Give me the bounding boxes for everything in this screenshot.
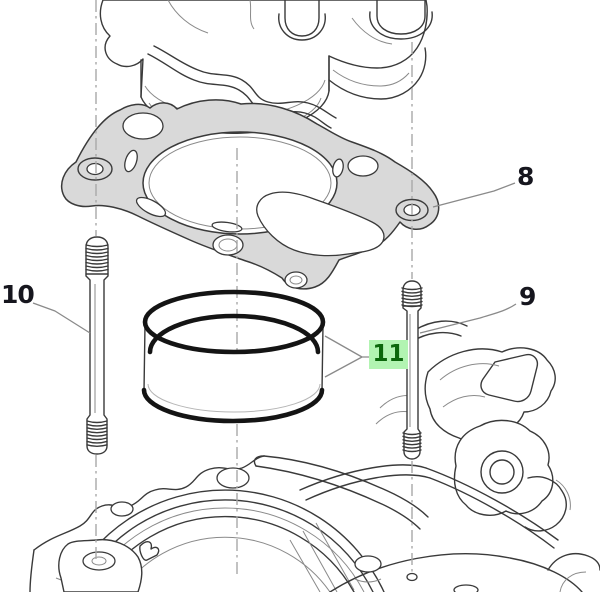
centerlines	[95, 0, 413, 576]
callout-9[interactable]: 9	[519, 282, 536, 311]
callout-8[interactable]: 8	[517, 162, 534, 191]
stud-right-drawing	[401, 280, 423, 460]
leader-lines	[32, 182, 517, 378]
cylinder-drawing	[99, 0, 433, 134]
callout-11-highlighted[interactable]: 11	[369, 340, 408, 369]
ring-set-drawing	[141, 289, 326, 424]
crankcase-drawing	[29, 320, 600, 592]
head-gasket-drawing	[60, 99, 440, 290]
callout-10[interactable]: 10	[1, 280, 35, 309]
stud-left-drawing	[85, 236, 109, 455]
